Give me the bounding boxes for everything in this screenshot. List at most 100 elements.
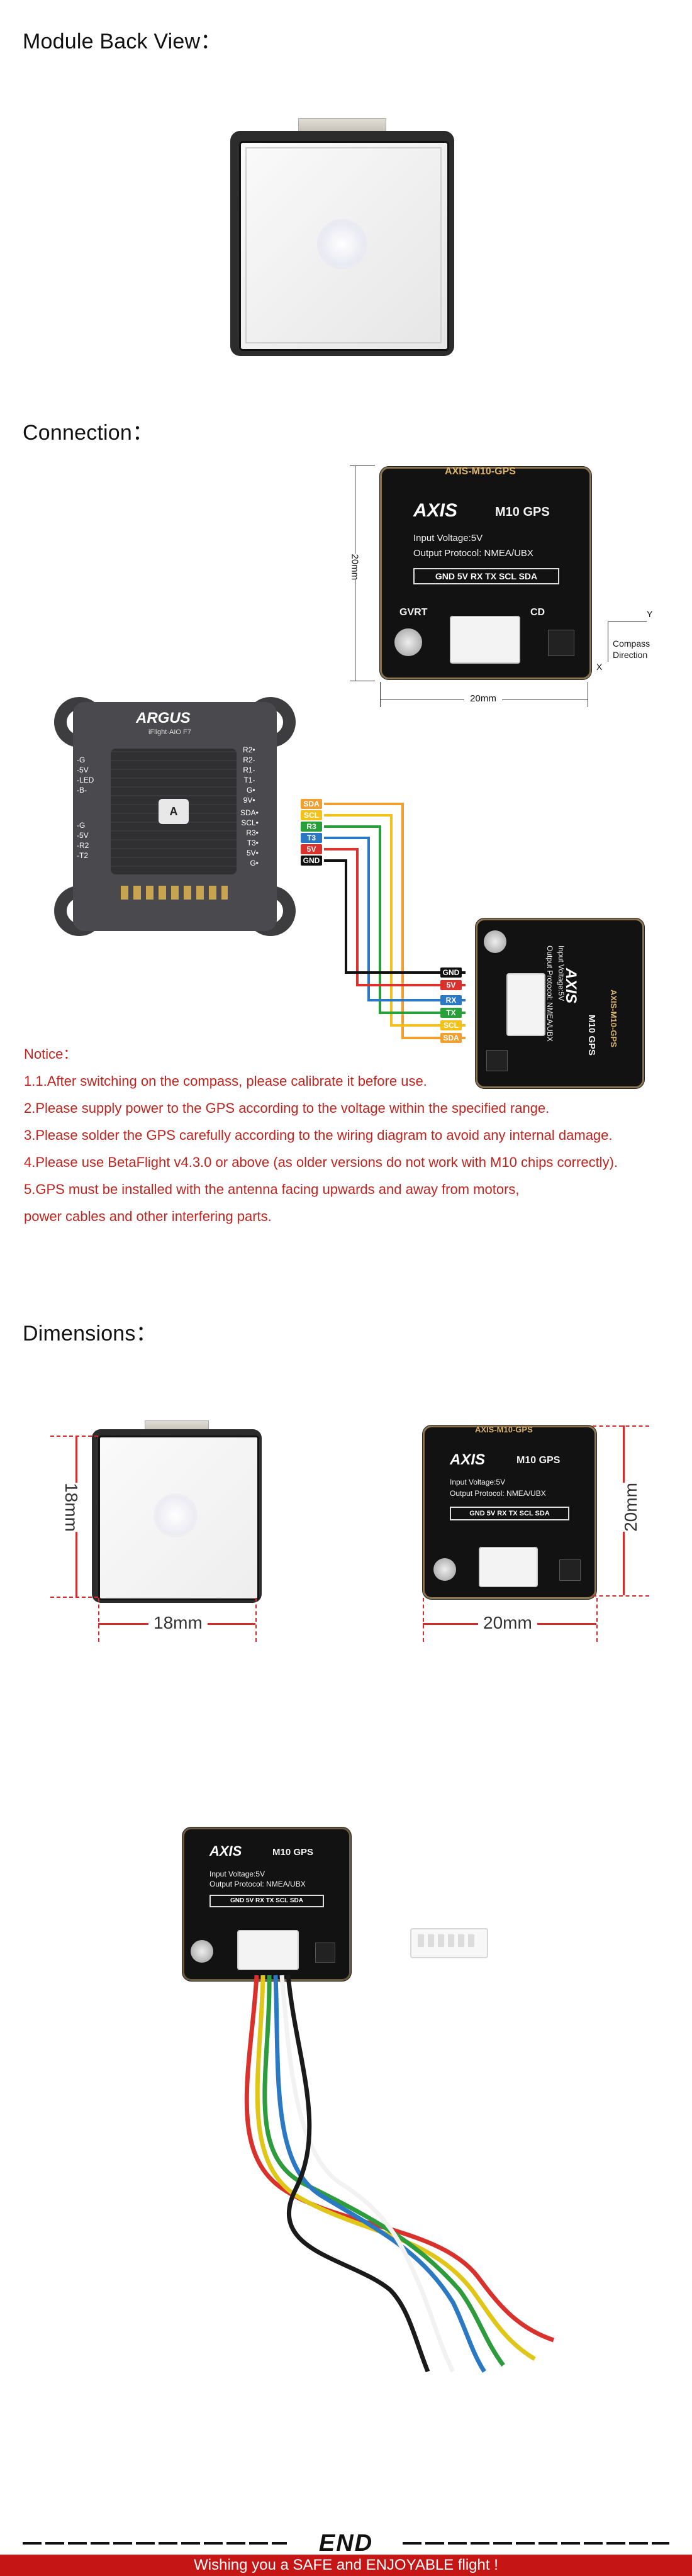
connector-socket-rotated xyxy=(506,973,545,1036)
notice-line-3: 3.Please solder the GPS carefully accord… xyxy=(24,1127,613,1143)
wire-sda xyxy=(324,803,466,1039)
dim-right-horizontal: 20mm xyxy=(478,1613,537,1633)
chip-icon-rotated xyxy=(486,1050,508,1071)
chip-icon xyxy=(548,630,574,656)
board-model-dim: M10 GPS xyxy=(516,1455,561,1466)
connector-socket-dim xyxy=(479,1547,538,1587)
pad-label: -5V xyxy=(77,831,89,840)
fc-brand: ARGUS xyxy=(136,710,191,727)
wire-gnd xyxy=(324,859,466,974)
fc-logo-icon: A xyxy=(159,799,189,824)
pad-label: SCL• xyxy=(241,818,259,827)
gps-board-rotated: AXIS AXIS-M10-GPS M10 GPS Input Voltage:… xyxy=(476,918,644,1088)
compass-label-1: Compass xyxy=(613,638,650,649)
compass-direction-label: Compass Direction xyxy=(613,638,650,661)
tag-sda-r: SDA xyxy=(440,1033,462,1043)
compass-label-2: Direction xyxy=(613,650,648,660)
tag-5v: 5V xyxy=(301,844,322,854)
tag-sda: SDA xyxy=(301,799,322,809)
tag-scl-r: SCL xyxy=(440,1020,462,1030)
back-view-title: Module Back View： xyxy=(23,30,222,53)
cable-bundle xyxy=(244,1975,555,2373)
tag-tx-r: TX xyxy=(440,1008,462,1018)
board-pin-label: GND 5V RX TX SCL SDA xyxy=(413,568,559,584)
dim-left-horizontal: 18mm xyxy=(148,1613,208,1633)
fc-left-pads-2: -G -5V -R2 -T2 xyxy=(77,820,89,861)
buzzer-icon-photo xyxy=(191,1940,213,1963)
connector-socket xyxy=(450,616,520,664)
buzzer-icon xyxy=(394,628,422,656)
fc-pad-row xyxy=(121,886,228,900)
notice-block: Notice： 1.1.After switching on the compa… xyxy=(24,1040,678,1230)
connector-socket-photo xyxy=(237,1930,299,1970)
pad-label: T1- xyxy=(243,776,255,784)
board-voltage: Input Voltage:5V xyxy=(413,533,483,544)
pad-label: R2- xyxy=(243,756,255,764)
notice-line-4: 4.Please use BetaFlight v4.3.0 or above … xyxy=(24,1154,618,1170)
board-model: M10 GPS xyxy=(495,505,550,519)
board-top-label-rotated: AXIS-M10-GPS xyxy=(609,990,618,1047)
buzzer-icon-dim xyxy=(433,1558,456,1581)
chip-icon-photo xyxy=(315,1943,335,1963)
board-protocol: Output Protocol: NMEA/UBX xyxy=(413,548,533,559)
pad-label: -B- xyxy=(77,786,87,795)
pad-label: G• xyxy=(250,859,259,867)
tag-t3: T3 xyxy=(301,833,322,843)
board-pin-label-photo: GND 5V RX TX SCL SDA xyxy=(209,1895,324,1907)
spare-connector xyxy=(410,1928,488,1958)
connection-title: Connection： xyxy=(23,421,154,445)
gps-board-photo: AXIS M10 GPS Input Voltage:5V Output Pro… xyxy=(182,1827,351,1981)
module-back-photo xyxy=(230,118,454,356)
tag-5v-r: 5V xyxy=(440,980,462,990)
flight-controller: ARGUS iFlight·AIO F7 A R2• R2- R1- T1- G… xyxy=(54,697,296,936)
wire-t3 xyxy=(324,837,466,1001)
pad-label: SDA• xyxy=(240,808,259,817)
axis-logo: AXIS xyxy=(413,500,458,521)
pad-label: -R2 xyxy=(77,841,89,850)
fc-left-pads: -G -5V -LED -B- xyxy=(77,755,94,795)
tag-rx-r: RX xyxy=(440,995,462,1005)
axis-logo-photo: AXIS xyxy=(209,1843,242,1859)
dim-vertical-label: 20mm xyxy=(349,554,360,581)
tag-r3: R3 xyxy=(301,822,322,832)
pad-label: R2• xyxy=(243,745,255,754)
board-model-photo: M10 GPS xyxy=(272,1847,314,1858)
gps-board: AXIS-M10-GPS AXIS M10 GPS Input Voltage:… xyxy=(380,466,591,679)
pad-label: -G xyxy=(77,756,86,764)
dim-left-vertical: 18mm xyxy=(60,1483,81,1532)
tag-scl: SCL xyxy=(301,810,322,820)
axis-logo-dim: AXIS xyxy=(450,1451,486,1468)
board-protocol-rotated: Output Protocol: NMEA/UBX xyxy=(545,945,554,1042)
pad-label: -G xyxy=(77,821,86,830)
wiring-diagram xyxy=(324,803,466,1039)
buzzer-icon-rotated xyxy=(484,930,506,953)
notice-title: Notice： xyxy=(24,1046,77,1062)
pad-label: G• xyxy=(247,786,255,795)
tag-gnd: GND xyxy=(301,856,322,866)
notice-line-1: 1.1.After switching on the compass, plea… xyxy=(24,1073,427,1089)
board-protocol-photo: Output Protocol: NMEA/UBX xyxy=(209,1880,306,1888)
fc-right-pads: R2• R2- R1- T1- G• 9V• xyxy=(243,745,255,805)
footer-end-row: END xyxy=(23,2530,669,2556)
pad-label: -LED xyxy=(77,776,94,784)
gps-with-cable-photo: AXIS M10 GPS Input Voltage:5V Output Pro… xyxy=(182,1827,371,2155)
end-label: END xyxy=(318,2530,374,2556)
gps-top-diagram: 20mm AXIS-M10-GPS AXIS M10 GPS Input Vol… xyxy=(345,466,659,717)
dimensions-title: Dimensions： xyxy=(23,1322,157,1346)
wire-5v xyxy=(324,848,466,986)
wire-scl xyxy=(324,814,466,1027)
notice-line-6: power cables and other interfering parts… xyxy=(24,1208,272,1224)
board-gvrt: GVRT xyxy=(399,607,428,618)
chip-icon-dim xyxy=(559,1559,581,1581)
pad-label: -T2 xyxy=(77,851,88,860)
board-voltage-rotated: Input Voltage:5V xyxy=(557,945,566,1001)
tag-gnd-r: GND xyxy=(440,967,462,978)
axis-y-label: Y xyxy=(647,609,653,619)
footer-tagline: Wishing you a SAFE and ENJOYABLE flight … xyxy=(0,2555,692,2576)
board-protocol-dim: Output Protocol: NMEA/UBX xyxy=(450,1489,546,1498)
notice-line-2: 2.Please supply power to the GPS accordi… xyxy=(24,1100,550,1116)
fc-right-pads-2: SDA• SCL• R3• T3• 5V• G• xyxy=(240,808,259,868)
pad-label: R1- xyxy=(243,766,255,774)
board-pin-label-dim: GND 5V RX TX SCL SDA xyxy=(450,1507,569,1520)
pad-label: -5V xyxy=(77,766,89,774)
